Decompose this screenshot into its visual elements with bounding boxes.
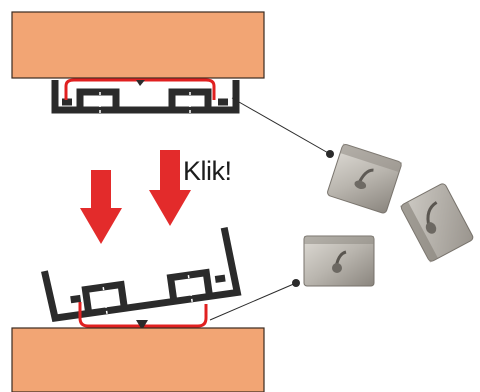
bottom-wood-board (11, 327, 265, 392)
top-profile (51, 80, 240, 114)
top-clip-notch (136, 80, 145, 86)
leader-dot-bottom (292, 279, 300, 287)
bottom-clip-notch (136, 320, 148, 330)
top-wood-board (11, 11, 265, 79)
klik-label: Klik! (183, 156, 232, 186)
leader-lines (209, 97, 331, 321)
leader-dot-top (326, 150, 334, 158)
top-profile-screws (99, 92, 191, 116)
bottom-profile (41, 226, 242, 323)
mounting-clip-photo (303, 143, 474, 287)
arrow-down-icon (149, 150, 191, 226)
arrow-down-icon (80, 170, 122, 244)
